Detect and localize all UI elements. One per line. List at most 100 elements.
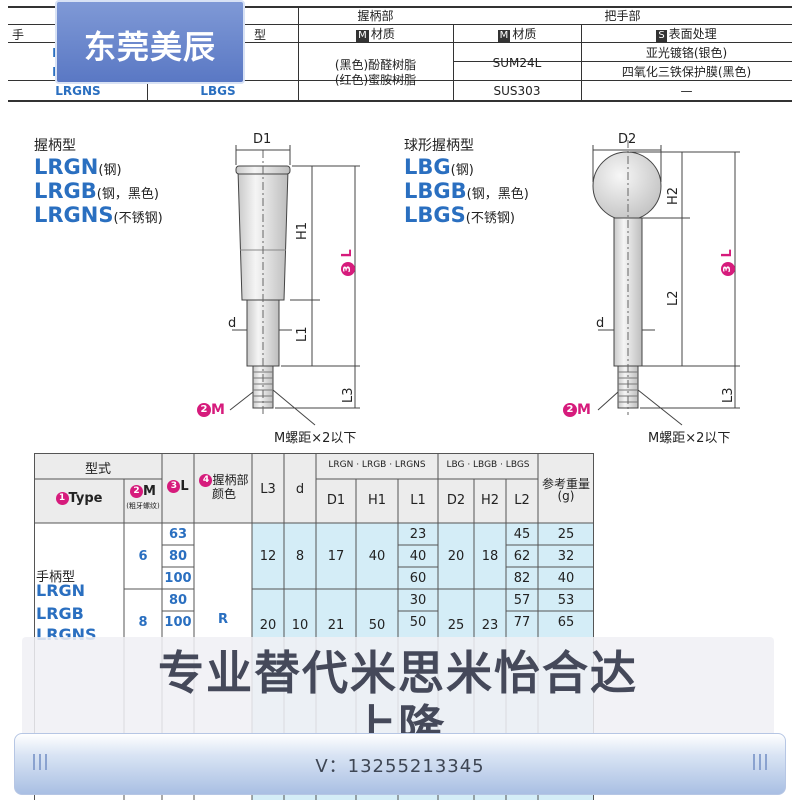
type-code-lrgns: LRGNS: [34, 203, 114, 227]
l1-value: 60: [409, 571, 427, 586]
d1-value: 17: [327, 549, 345, 564]
d1-value: 21: [327, 618, 345, 633]
h-weight: 参考重量: [541, 477, 590, 491]
dim-L-right: 3 L: [720, 249, 735, 276]
h1-value: 50: [368, 618, 386, 633]
dim-l2: L2: [666, 290, 681, 306]
l1-value: 23: [409, 527, 427, 542]
type-code-lrgn: LRGN: [34, 155, 99, 179]
h-d1: D1: [326, 493, 346, 508]
weight-value: 32: [557, 549, 575, 564]
h2-value: 18: [481, 549, 499, 564]
l1-value: 40: [409, 549, 427, 564]
surface-silver: 亚光镀铬(银色): [645, 46, 728, 60]
handle-material-steel: SUM24L: [492, 56, 542, 70]
l1-value: 50: [409, 615, 427, 630]
grip-material-red: (红色)蜜胺树脂: [334, 73, 417, 87]
l1-value: 30: [409, 593, 427, 608]
l-value: 100: [164, 615, 192, 630]
weight-value: 53: [557, 593, 575, 608]
grip-material-black: (黑色)酚醛树脂: [334, 58, 417, 72]
l3-value: 12: [259, 549, 277, 564]
s-badge: S: [656, 30, 667, 42]
m-value: 8: [138, 615, 148, 630]
type-code-lrgb: LRGB: [34, 179, 97, 203]
l2-value: 77: [513, 615, 531, 630]
right-type-list: 球形握柄型 LBG(钢) LBGB(钢，黑色) LBGS(不锈钢): [404, 135, 529, 227]
h-d: d: [295, 482, 305, 497]
h-group2: LBG · LBGB · LBGS: [446, 460, 530, 470]
contact-bar: V：13255213345: [14, 733, 786, 795]
contact-info: V：13255213345: [315, 756, 485, 777]
weight-value: 40: [557, 571, 575, 586]
promo-headline: 专业替代米思米怡合达: [158, 646, 638, 700]
dim-d: d: [228, 316, 237, 331]
handle-material-stainless: SUS303: [493, 84, 541, 98]
h-l1: L1: [410, 493, 426, 508]
type-code: LRGN: [36, 581, 86, 600]
d-value: 8: [295, 549, 305, 564]
grip-lines-icon: [753, 754, 767, 770]
handle-header: 把手部: [604, 9, 641, 23]
dim-l3: L3: [341, 387, 356, 403]
l3-value: 20: [259, 618, 277, 633]
partial-header-char: 手: [11, 28, 24, 42]
surface-none: —: [680, 84, 693, 98]
h-l2: L2: [514, 493, 530, 508]
m-badge: M: [497, 30, 511, 42]
h-h2: H2: [480, 493, 500, 508]
dim-d1: D1: [253, 132, 272, 147]
left-type-title: 握柄型: [34, 138, 76, 154]
code-lbgs: LBGS: [200, 84, 236, 98]
grip-color-value: R: [217, 612, 228, 627]
brand-badge: 东莞美辰: [55, 0, 245, 84]
dim-L: 3 L: [340, 249, 355, 276]
l-value: 80: [168, 593, 188, 608]
dim-h1: H1: [295, 221, 310, 240]
type-code-lbgb: LBGB: [404, 179, 467, 203]
right-type-title: 球形握柄型: [404, 138, 474, 154]
d2-value: 25: [447, 618, 465, 633]
type-label: 手柄型: [36, 570, 76, 585]
h-group1: LRGN · LRGB · LRGNS: [328, 460, 426, 470]
m-badge: M: [356, 30, 369, 42]
h-m-sub: (粗牙螺纹): [126, 502, 160, 510]
left-type-list: 握柄型 LRGN(钢) LRGB(钢，黑色) LRGNS(不锈钢): [34, 135, 163, 227]
dim-d2: D2: [618, 132, 637, 147]
left-handle-drawing: [229, 140, 740, 426]
h-h1: H1: [367, 493, 387, 508]
d2-value: 20: [447, 549, 465, 564]
l2-value: 45: [513, 527, 531, 542]
thread-note-left: M螺距×2以下: [274, 431, 357, 446]
code-lrgns: LRGNS: [55, 84, 101, 98]
type-code: LRGB: [36, 604, 84, 623]
type-code-lbg: LBG: [404, 155, 451, 179]
h-weight-unit: (g): [557, 489, 575, 503]
dim-l3-right: L3: [721, 387, 736, 403]
l2-value: 82: [513, 571, 531, 586]
l-value: 63: [168, 527, 188, 542]
h-l3: L3: [260, 482, 276, 497]
partial-type-header: 型: [253, 28, 266, 42]
l2-value: 57: [513, 593, 531, 608]
weight-value: 65: [557, 615, 575, 630]
h1-value: 40: [368, 549, 386, 564]
dim-h2: H2: [666, 186, 681, 205]
surface-black: 四氧化三铁保护膜(黑色): [621, 65, 752, 79]
l-value: 80: [168, 549, 188, 564]
h2-value: 23: [481, 618, 499, 633]
dim-d-right: d: [596, 316, 605, 331]
thread-note-right: M螺距×2以下: [648, 431, 731, 446]
dim-l1: L1: [295, 326, 310, 342]
d-value: 10: [291, 618, 309, 633]
